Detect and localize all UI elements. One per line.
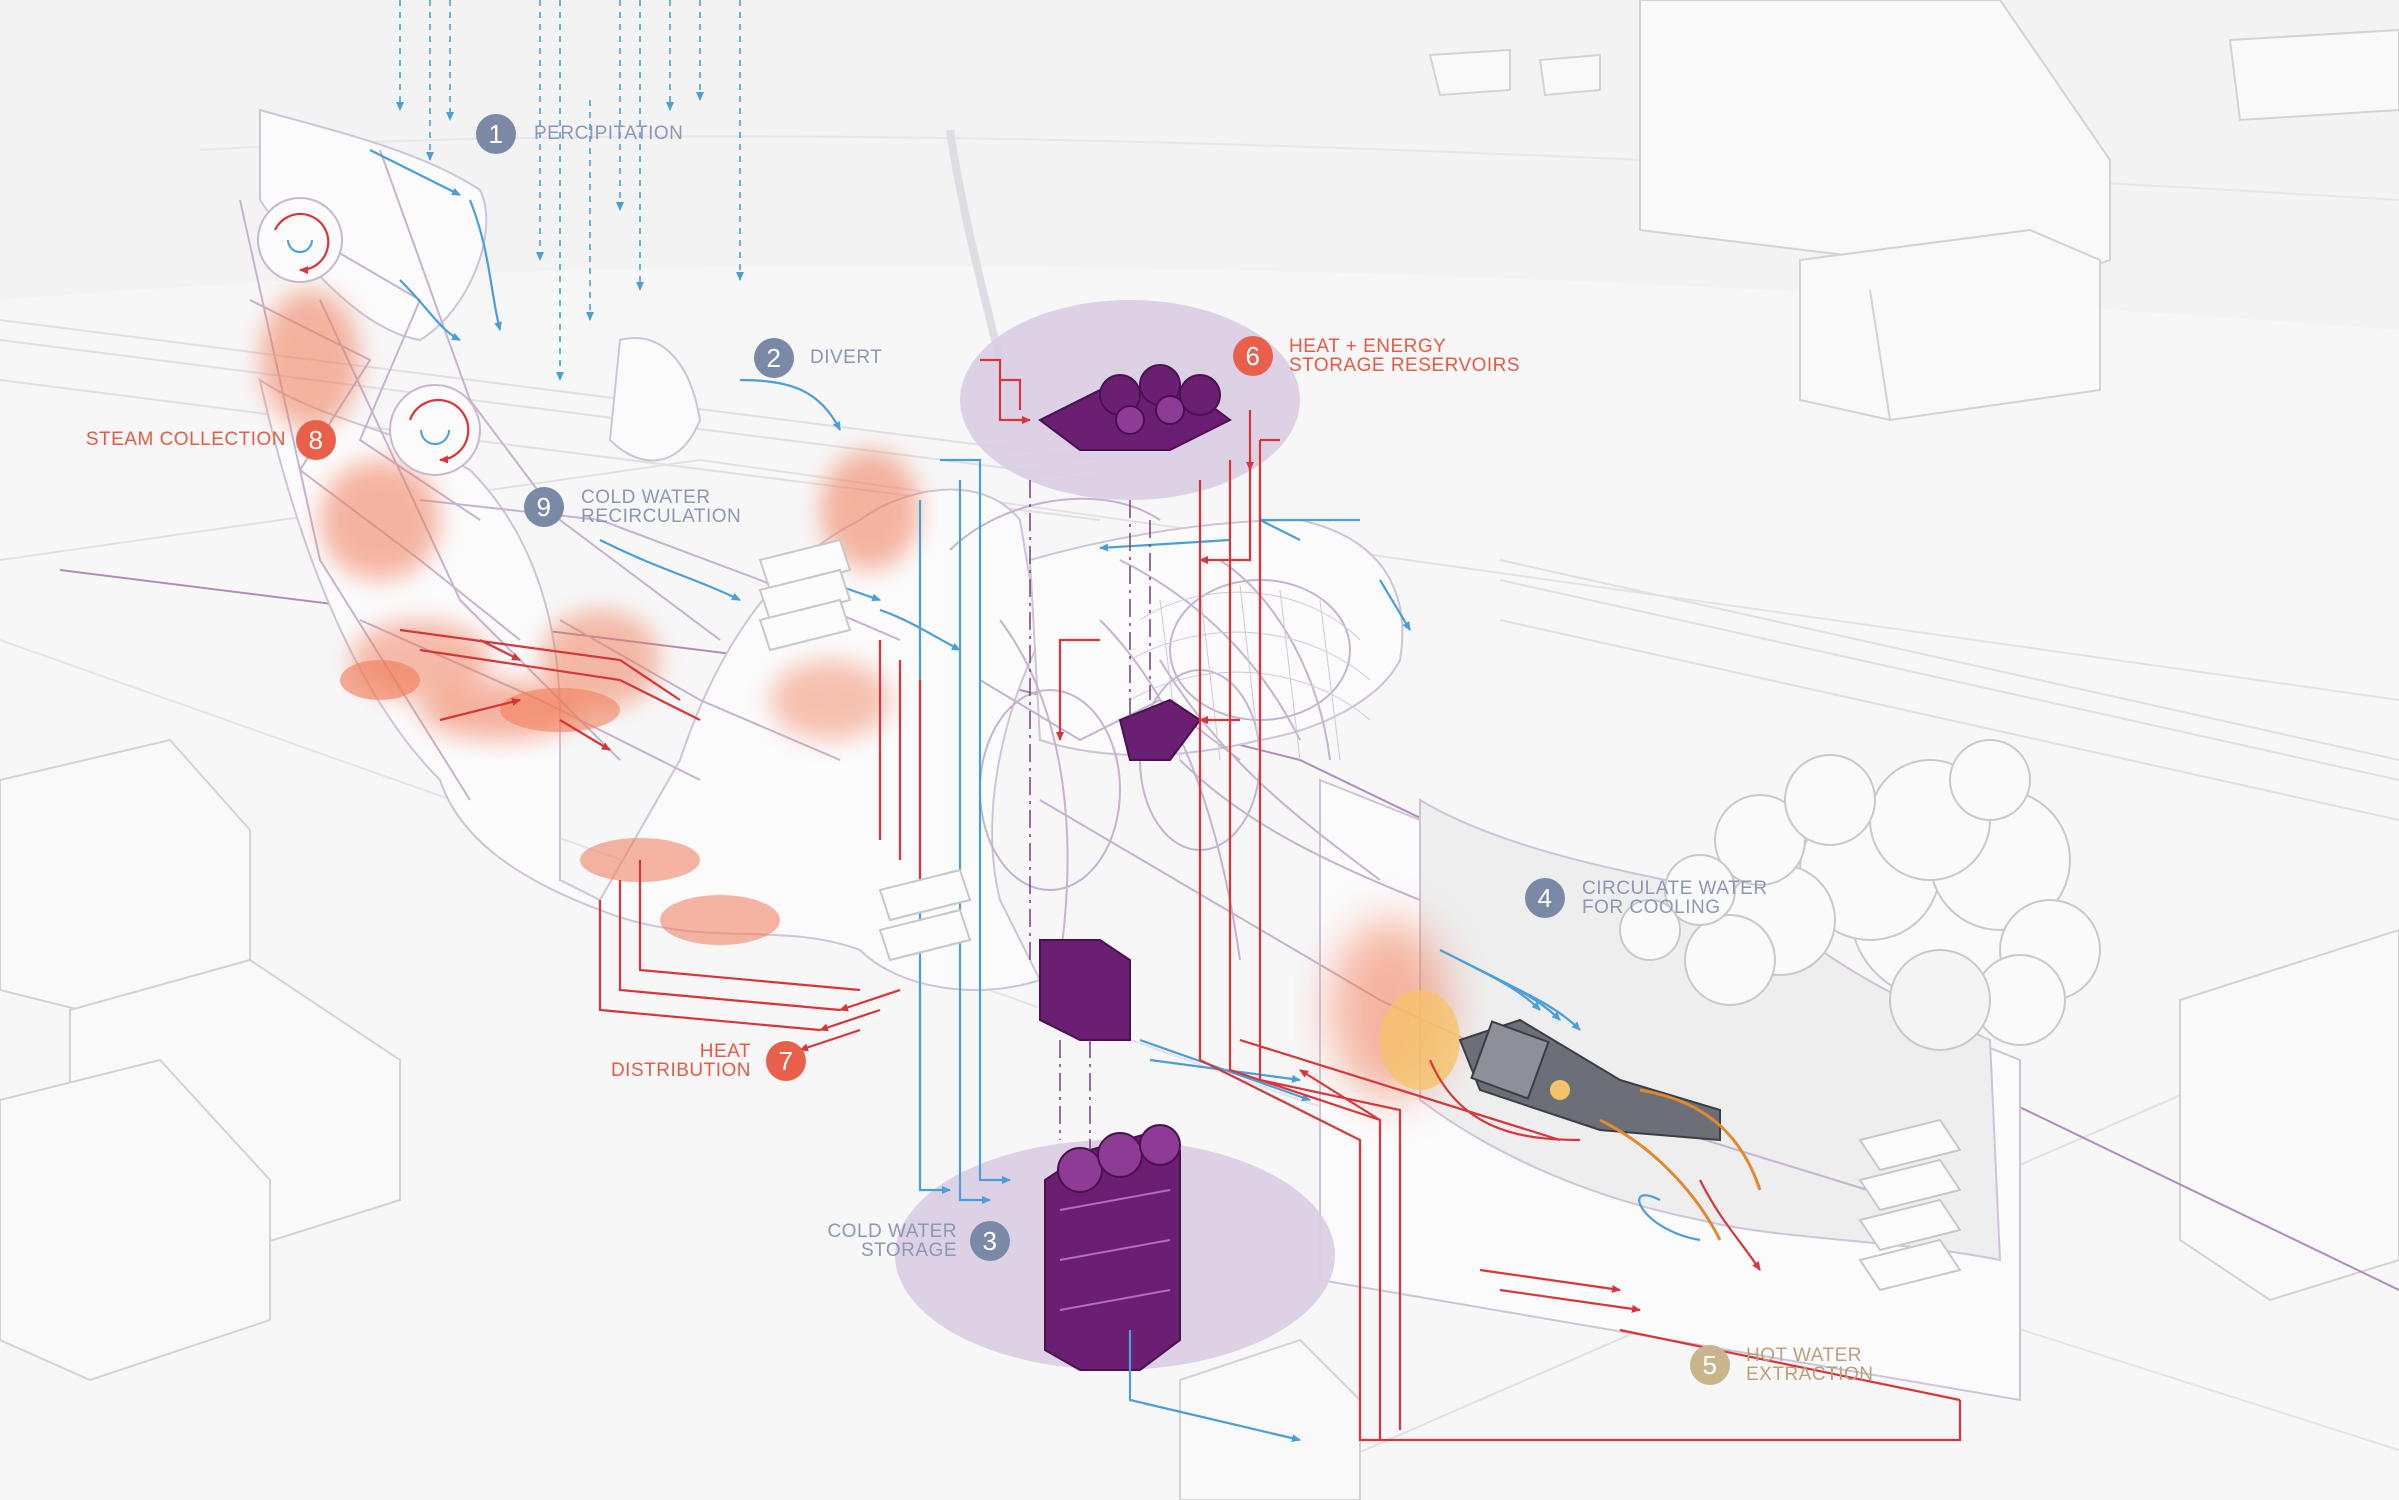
step-number-badge: 6 <box>1233 336 1273 376</box>
step-number-badge: 5 <box>1690 1345 1730 1385</box>
step-label: DIVERT <box>810 348 882 368</box>
step-label-line2: RECIRCULATION <box>581 507 741 527</box>
step-number-badge: 3 <box>970 1221 1010 1261</box>
step-number-badge: 9 <box>524 487 564 527</box>
step-7-heat-distribution: HEAT DISTRIBUTION 7 <box>600 1041 806 1081</box>
step-label: STEAM COLLECTION <box>86 430 286 450</box>
step-label: PERCIPITATION <box>534 124 683 144</box>
step-label-line2: STORAGE <box>861 1241 957 1261</box>
step-number-badge: 4 <box>1525 878 1565 918</box>
step-number-badge: 1 <box>476 114 516 154</box>
step-label-line2: DISTRIBUTION <box>611 1061 751 1081</box>
step-label-line1: HEAT + ENERGY <box>1289 337 1446 357</box>
step-label-line2: FOR COOLING <box>1582 898 1721 918</box>
step-number-badge: 2 <box>754 338 794 378</box>
step-label-line1: COLD WATER <box>581 488 711 508</box>
step-label-line2: STORAGE RESERVOIRS <box>1289 356 1520 376</box>
step-label-line1: CIRCULATE WATER <box>1582 879 1768 899</box>
step-label-line1: HOT WATER <box>1746 1346 1862 1366</box>
step-number-badge: 8 <box>296 420 336 460</box>
step-number-badge: 7 <box>766 1041 806 1081</box>
step-3-cold-water-storage: COLD WATER STORAGE 3 <box>820 1221 1010 1261</box>
step-label-line2: EXTRACTION <box>1746 1365 1873 1385</box>
step-label-line1: COLD WATER <box>827 1222 957 1242</box>
step-8-steam-collection: STEAM COLLECTION 8 <box>106 420 336 460</box>
cold-water-storage-tanks <box>1045 1125 1180 1370</box>
step-label-line1: HEAT <box>700 1042 751 1062</box>
